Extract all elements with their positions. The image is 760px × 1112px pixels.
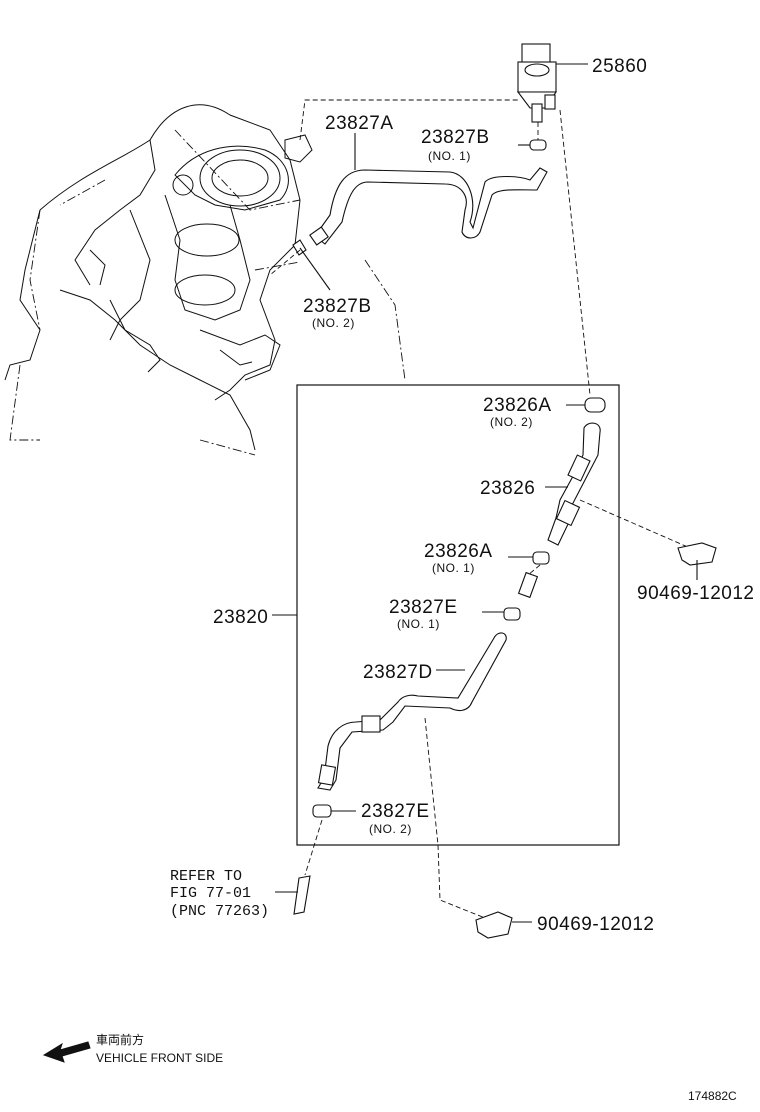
label-23827e-top: 23827E	[389, 597, 458, 618]
hose-23827d	[317, 632, 507, 791]
clamp-23827b-no2	[292, 239, 331, 291]
label-23820: 23820	[213, 607, 268, 628]
label-23826a-mid-sub: (NO. 1)	[432, 561, 475, 575]
hose-23827a	[309, 167, 548, 246]
vehicle-front-arrow-icon	[42, 1041, 91, 1063]
legend-japanese: 車両前方	[96, 1032, 144, 1047]
label-23827b-mid: 23827B	[303, 296, 372, 317]
label-23826: 23826	[480, 478, 535, 499]
engine-illustration	[4, 104, 313, 456]
clamp-23827e-no1	[482, 607, 521, 621]
refer-line-1: REFER TO	[170, 868, 242, 885]
hose-23826	[547, 422, 601, 546]
label-90469-right: 90469-12012	[637, 583, 755, 604]
assembly-box-23820	[296, 384, 620, 846]
label-23827e-top-sub: (NO. 1)	[397, 617, 440, 631]
refer-pipe-stub	[293, 875, 311, 915]
label-23826a-top: 23826A	[483, 395, 552, 416]
connector-pipe	[517, 571, 539, 599]
label-23827b-mid-sub: (NO. 2)	[312, 316, 355, 330]
label-23827e-bot-sub: (NO. 2)	[369, 822, 412, 836]
legend-english: VEHICLE FRONT SIDE	[96, 1051, 223, 1065]
label-23827e-bot: 23827E	[361, 801, 430, 822]
label-90469-bottom: 90469-12012	[537, 914, 655, 935]
label-23827a: 23827A	[325, 113, 394, 134]
refer-line-2: FIG 77-01	[170, 885, 251, 902]
clamp-23826a-no2	[566, 397, 606, 413]
figure-code: 174882C	[688, 1089, 737, 1103]
clip-90469-bottom	[475, 911, 532, 939]
label-23827b-top-sub: (NO. 1)	[428, 149, 471, 163]
refer-line-3: (PNC 77263)	[170, 903, 269, 920]
clamp-23827e-no2	[312, 804, 356, 818]
label-23826a-top-sub: (NO. 2)	[490, 415, 533, 429]
label-23827d: 23827D	[363, 662, 433, 683]
clamp-23826a-no1	[508, 551, 550, 565]
vsv-valve-25860	[516, 43, 558, 123]
label-23827b-top: 23827B	[421, 127, 490, 148]
clip-90469-right	[677, 542, 717, 580]
label-25860: 25860	[592, 56, 647, 77]
clamp-23827b-no1	[518, 139, 547, 151]
label-23826a-mid: 23826A	[424, 541, 493, 562]
